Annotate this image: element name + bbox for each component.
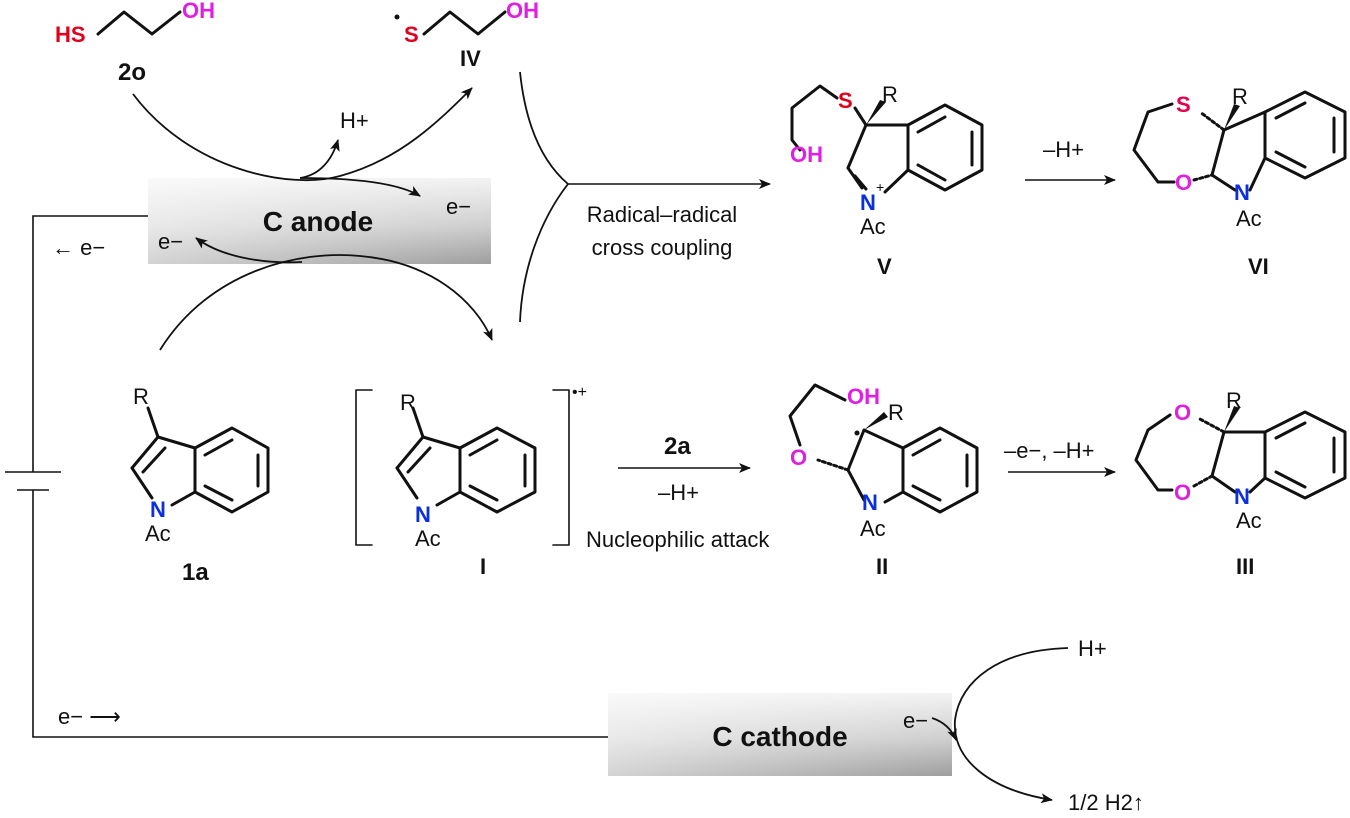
II-OH: OH — [847, 384, 880, 409]
I-N: N — [415, 502, 431, 527]
thiol-hs: HS — [55, 22, 86, 47]
product-III: R O O N Ac III — [1134, 388, 1347, 579]
II-Ac: Ac — [860, 516, 886, 541]
anode-electron-in: e− — [158, 229, 183, 254]
V-N: N — [860, 190, 876, 215]
cathode-hydrogen: 1/2 H2↑ — [1068, 790, 1144, 815]
1a-Ac: Ac — [145, 521, 171, 546]
III-label: III — [1236, 554, 1254, 579]
nucleophile-loss: –H+ — [658, 480, 699, 505]
anode-proton-text: H+ — [340, 108, 369, 133]
anode-curved-arrows — [132, 71, 771, 351]
I-R: R — [400, 390, 416, 415]
1a-R: R — [133, 384, 149, 409]
coupling-caption-line2: cross coupling — [592, 235, 733, 260]
product-VI: R S O N Ac VI — [1132, 84, 1347, 279]
1a-N: N — [150, 497, 166, 522]
thiyl-IV-label: IV — [460, 46, 481, 71]
coupling-caption-line1: Radical–radical — [587, 202, 737, 227]
V-S: S — [838, 88, 853, 113]
cathode-electron: e− — [903, 708, 928, 733]
V-Ac: Ac — [860, 214, 886, 239]
V-OH: OH — [790, 142, 823, 167]
radical-cation-I: R N Ac •+ I — [355, 384, 587, 579]
cathode-label: C cathode — [712, 721, 847, 752]
III-Ac: Ac — [1236, 508, 1262, 533]
anode-label: C anode — [263, 206, 373, 237]
V-label: V — [877, 254, 892, 279]
nucleophile-caption: Nucleophilic attack — [586, 527, 770, 552]
VI-S: S — [1176, 92, 1191, 117]
cathode-electrode: C cathode — [608, 693, 952, 776]
wire-electron-left: ← e− — [52, 235, 105, 260]
radical-II: R O OH N Ac II — [788, 383, 979, 579]
II-O: O — [790, 445, 807, 470]
VI-O: O — [1175, 170, 1192, 195]
VI-R: R — [1232, 84, 1248, 109]
thiol-oh: OH — [182, 0, 215, 23]
I-charge: •+ — [572, 384, 587, 401]
VI-N: N — [1234, 180, 1250, 205]
anode-proton: H+ — [340, 108, 369, 133]
III-O-top: O — [1174, 400, 1191, 425]
III-O-bottom: O — [1174, 480, 1191, 505]
thiyl-radical-IV: S OH IV — [394, 0, 539, 71]
III-R: R — [1226, 388, 1242, 413]
thiol-2o: HS OH 2o — [55, 0, 215, 86]
V-plus: + — [876, 179, 884, 195]
iminium-V: R S OH N + Ac V — [790, 82, 984, 279]
VI-Ac: Ac — [1236, 206, 1262, 231]
wire-electron-right: e− ⟶ — [58, 704, 121, 729]
thiol-2o-label: 2o — [118, 59, 146, 86]
anode-electron-out: e− — [446, 194, 471, 219]
V-R: R — [882, 82, 898, 107]
1a-label: 1a — [182, 559, 209, 586]
thiyl-s: S — [404, 22, 419, 47]
thiyl-oh: OH — [506, 0, 539, 23]
II-label: II — [876, 554, 888, 579]
circuit-wires — [5, 215, 608, 738]
III-N: N — [1234, 484, 1250, 509]
I-Ac: Ac — [415, 526, 441, 551]
VI-label: VI — [1248, 254, 1269, 279]
I-label: I — [480, 554, 486, 579]
II-R: R — [888, 400, 904, 425]
oxidation-label: –e−, –H+ — [1004, 438, 1095, 463]
deprotonation-label: –H+ — [1043, 137, 1084, 162]
indole-1a: R N Ac 1a — [130, 384, 270, 586]
nucleophile-label: 2a — [664, 433, 691, 460]
anode-electrode: C anode — [148, 178, 491, 264]
cathode-proton: H+ — [1078, 636, 1107, 661]
II-N: N — [862, 490, 878, 515]
cathode-reaction: H+ 1/2 H2↑ — [931, 636, 1144, 815]
